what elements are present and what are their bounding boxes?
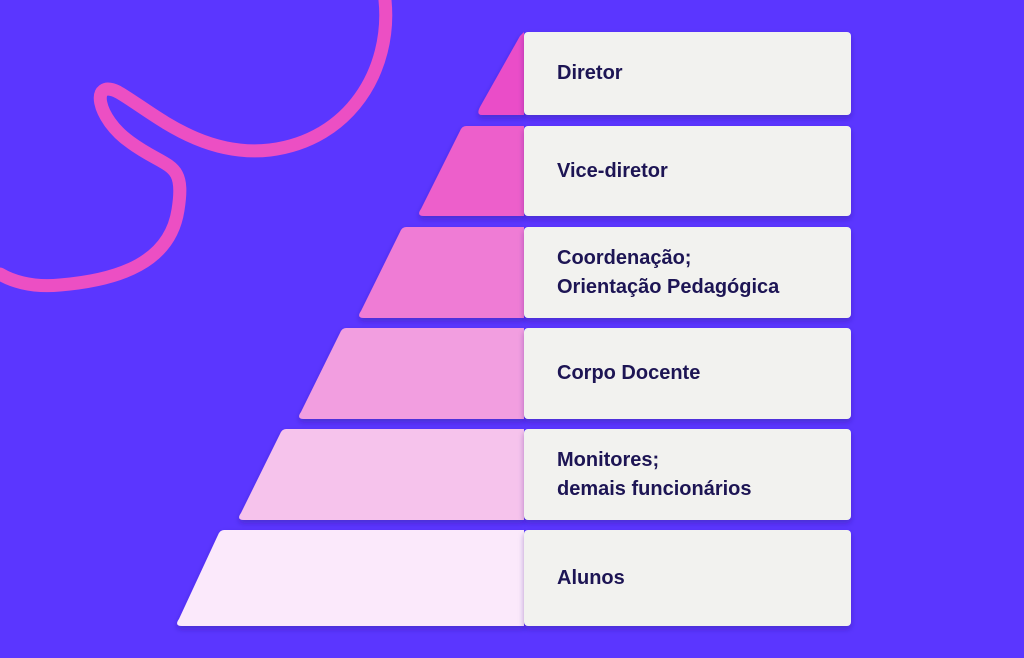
tier-label: Diretor [557,32,847,115]
pyramid-tier [419,126,524,216]
pyramid-tier [177,530,525,626]
decorative-swirl [0,0,393,293]
tier-card [524,429,851,520]
tier-label-text: Diretor [557,62,623,84]
tier-label-text: Corpo Docente [557,362,701,384]
pyramid-tier [359,227,524,318]
tier-label: Coordenação; Orientação Pedagógica [557,227,847,318]
pyramid-tier [299,328,524,419]
tier-card [524,126,851,216]
tier-label-text: Monitores; demais funcionários [557,448,752,500]
tier-label: Corpo Docente [557,328,847,419]
tier-label: Alunos [557,530,847,626]
tier-label-text: Coordenação; Orientação Pedagógica [557,246,780,298]
tier-label: Monitores; demais funcionários [557,429,847,520]
tier-label: Vice-diretor [557,126,847,216]
pyramid-tier [239,429,525,520]
cards [524,32,851,626]
tier-label-text: Alunos [557,566,625,589]
tier-card [524,328,851,419]
tier-card [524,227,851,318]
tier-card [524,530,851,626]
pyramid-tier [478,32,524,115]
tier-label-text: Vice-diretor [557,159,668,182]
pyramid [177,32,525,626]
tier-card [524,32,851,115]
